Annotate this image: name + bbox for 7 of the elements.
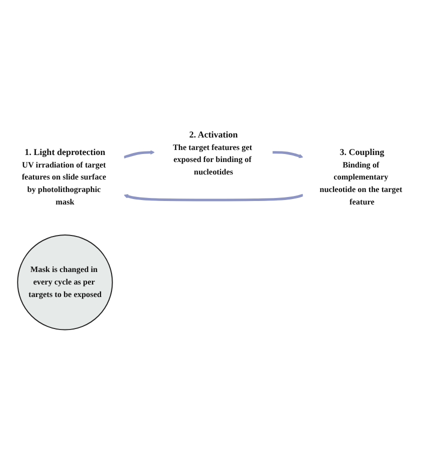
- arrow: [272, 151, 304, 158]
- node-text: 2. Activation The target features get exposed for binding of nucleotides: [172, 129, 252, 176]
- arrow: [124, 150, 155, 159]
- arrow: [124, 194, 304, 202]
- node-text: 1. Light deprotection UV irradiation of target features on slide surface by photolithographic mask: [22, 147, 106, 206]
- node-text: 3. Coupling Binding of complementary nucleotide on the target feature: [320, 147, 402, 206]
- node-circle: Mask is changed in every cycle as per targets to be exposed: [17, 234, 113, 330]
